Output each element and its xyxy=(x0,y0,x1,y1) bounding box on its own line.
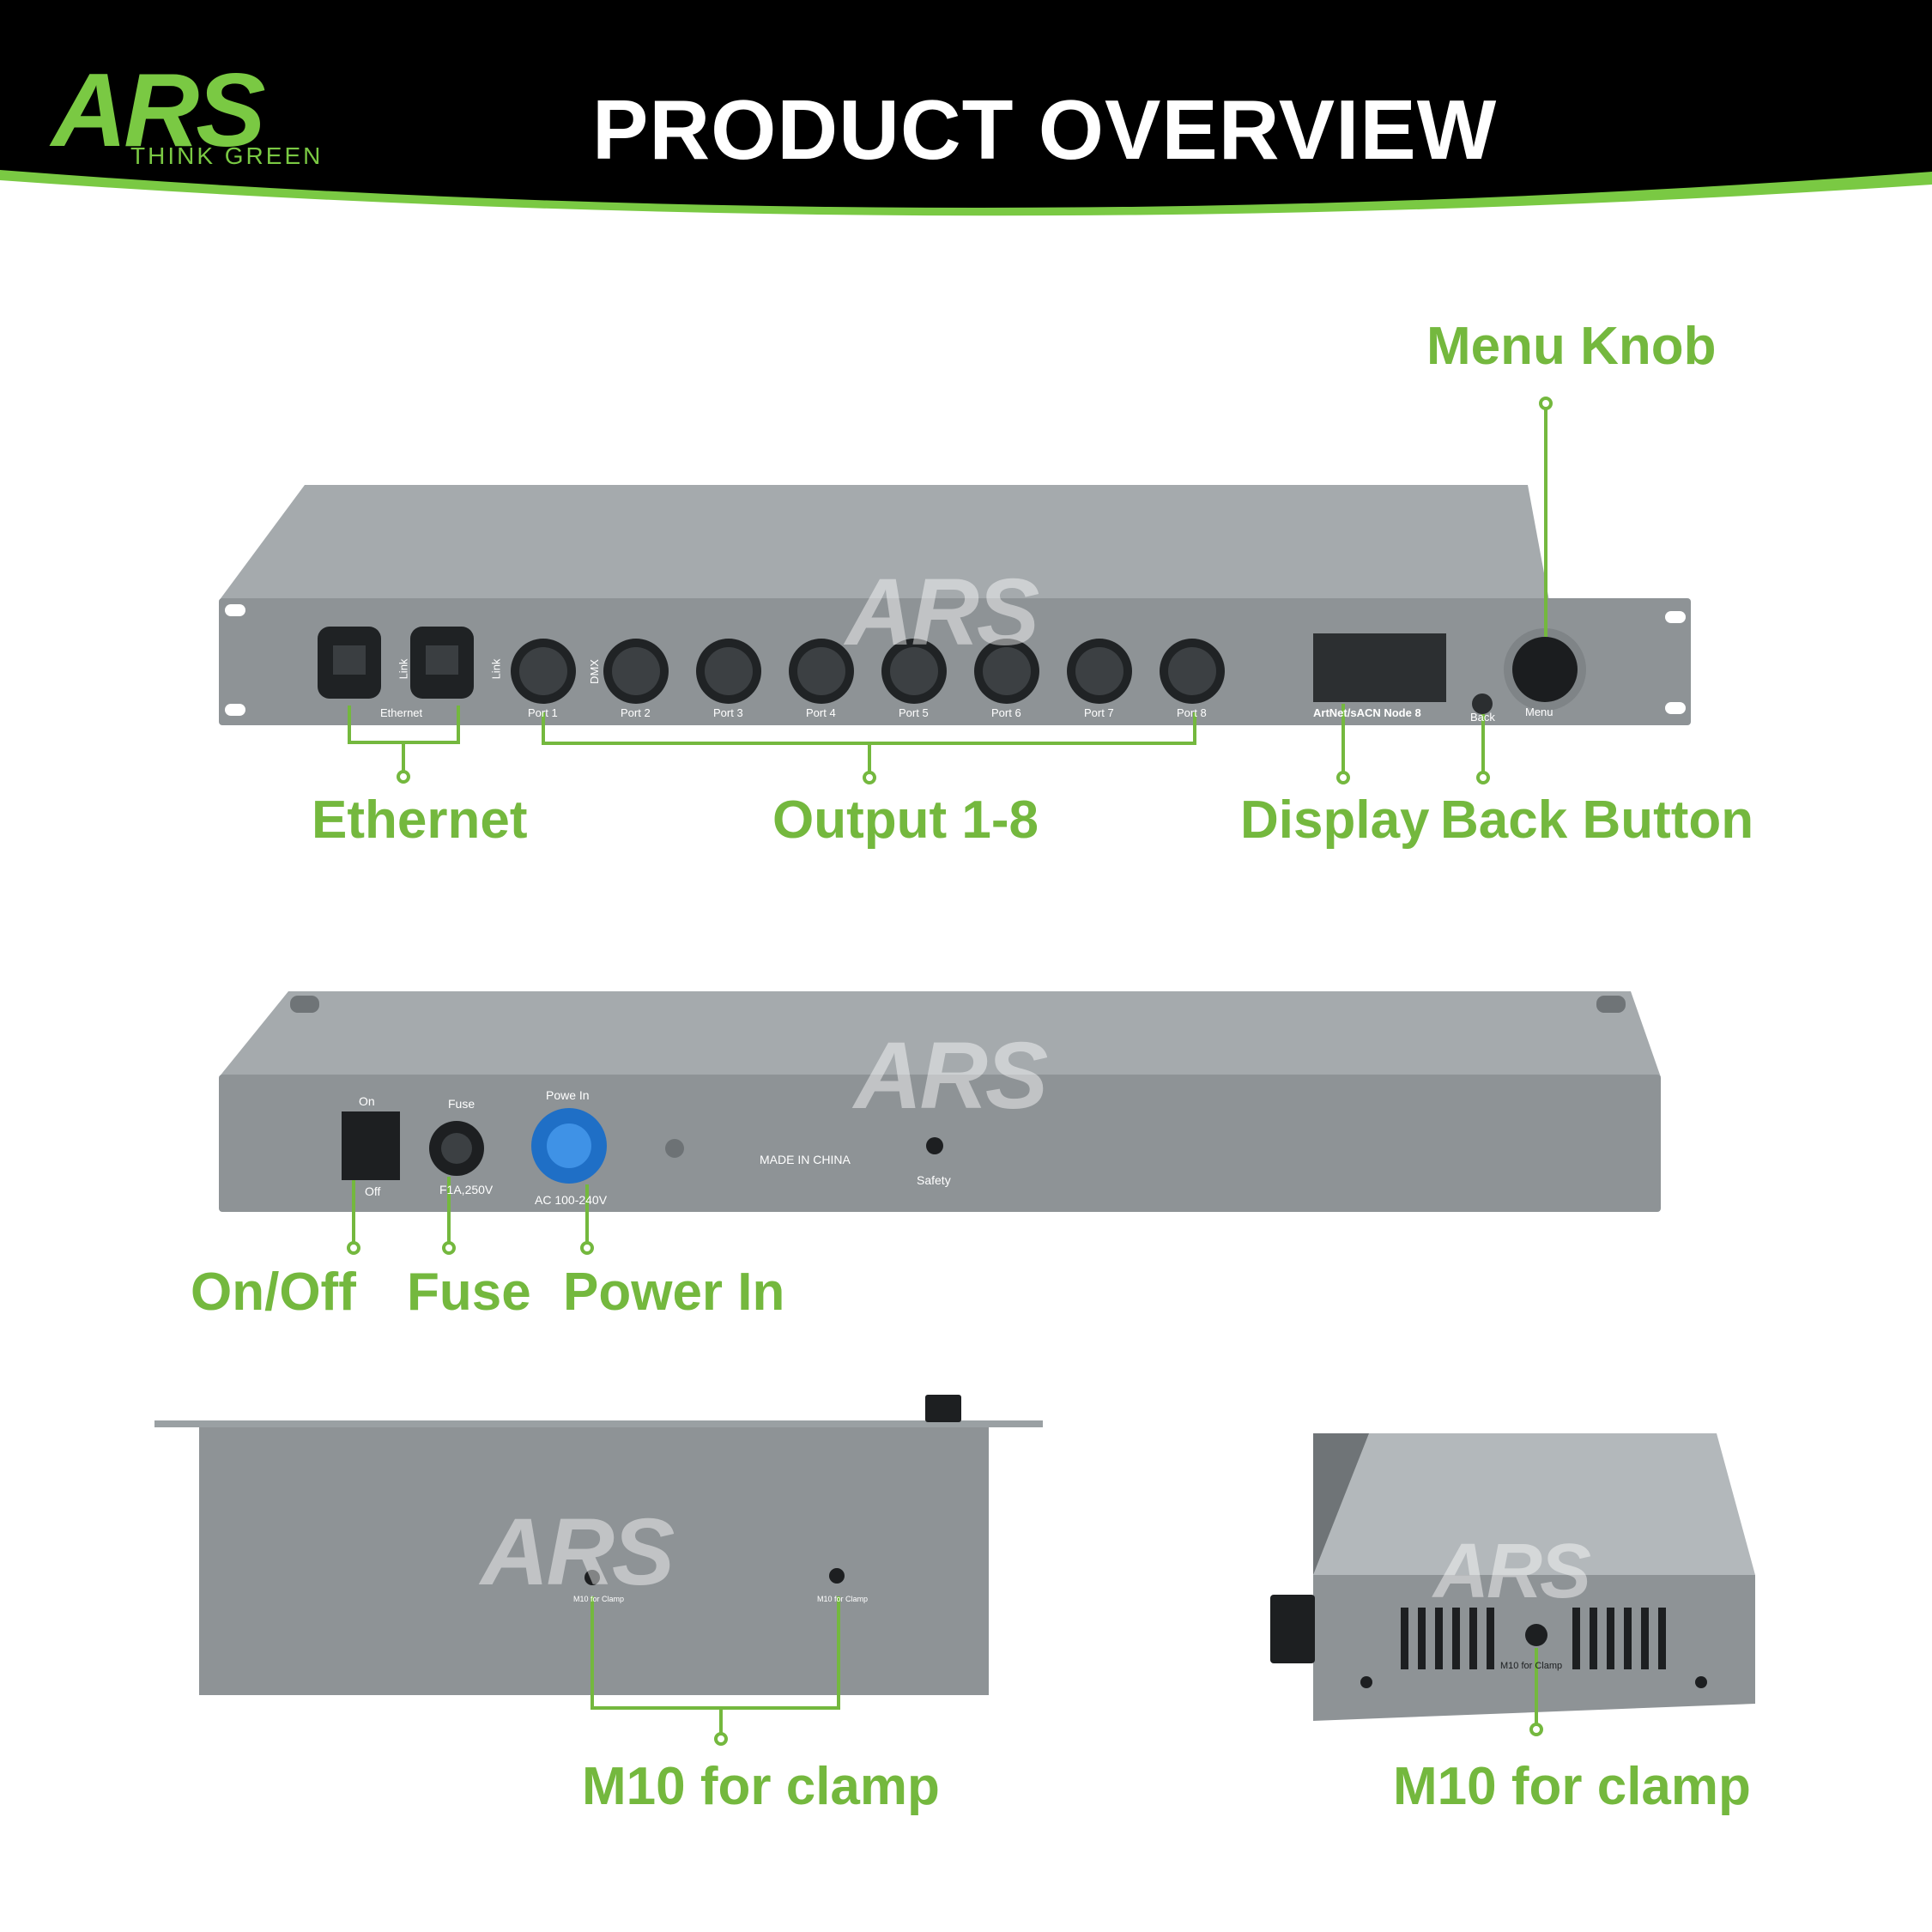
callout-output: Output 1-8 xyxy=(772,790,1039,850)
on-text: On xyxy=(359,1094,375,1108)
ethernet-panel-label: Ethernet xyxy=(380,706,423,719)
callout-menu-knob: Menu Knob xyxy=(1426,317,1717,376)
model-name: ArtNet/sACN Node 8 xyxy=(1313,706,1421,719)
port-label-1: Port 1 xyxy=(528,706,558,719)
menu-panel-label: Menu xyxy=(1525,706,1553,718)
voltage-text: AC 100-240V xyxy=(535,1193,608,1207)
back-panel-label: Back xyxy=(1470,711,1495,724)
callout-dots xyxy=(347,397,1553,1746)
callout-fuse: Fuse xyxy=(407,1263,531,1322)
menu-knob-shape xyxy=(1504,628,1586,711)
port-label-2: Port 2 xyxy=(621,706,651,719)
port-label-5: Port 5 xyxy=(899,706,929,719)
off-text: Off xyxy=(365,1184,381,1198)
callout-display: Display xyxy=(1240,790,1430,850)
power-in-panel-text: Powe In xyxy=(546,1088,590,1102)
dmx-xlr-ports xyxy=(511,639,1225,704)
ethernet-jacks xyxy=(318,627,474,699)
logo-tagline: THINK GREEN xyxy=(130,142,324,169)
port-label-4: Port 4 xyxy=(806,706,836,719)
clamp-text-1: M10 for Clamp xyxy=(573,1595,625,1603)
callout-back-button: Back Button xyxy=(1440,790,1754,850)
callout-power-in: Power In xyxy=(563,1263,785,1322)
watermark-front: ARS xyxy=(845,560,1039,665)
link-label-2: Link xyxy=(489,658,503,680)
callout-lines xyxy=(348,405,1547,1737)
end-view-device xyxy=(1270,1433,1755,1721)
port-label-3: Port 3 xyxy=(713,706,743,719)
dmx-label: DMX xyxy=(587,659,601,684)
lcd-display xyxy=(1313,633,1446,702)
callout-m10-right: M10 for clamp xyxy=(1393,1757,1751,1816)
fuse-panel-text: Fuse xyxy=(448,1097,475,1111)
page-title: PRODUCT OVERVIEW xyxy=(592,82,1498,177)
rear-view-device xyxy=(219,991,1661,1212)
link-label-1: Link xyxy=(397,658,410,680)
watermark-rear: ARS xyxy=(854,1023,1048,1129)
clamp-text-3: M10 for Clamp xyxy=(1500,1661,1563,1671)
fuse-rating: F1A,250V xyxy=(439,1183,494,1196)
callout-m10-left: M10 for clamp xyxy=(582,1757,940,1816)
back-button-shape xyxy=(1472,693,1493,714)
safety-text: Safety xyxy=(917,1173,951,1187)
watermark-end: ARS xyxy=(1433,1529,1591,1614)
port-label-7: Port 7 xyxy=(1084,706,1114,719)
ars-logo: ARS xyxy=(51,51,266,168)
header-banner xyxy=(0,0,1932,216)
port-label-8: Port 8 xyxy=(1177,706,1207,719)
made-in-text: MADE IN CHINA xyxy=(760,1153,851,1166)
callout-ethernet: Ethernet xyxy=(312,790,528,850)
clamp-text-2: M10 for Clamp xyxy=(817,1595,869,1603)
port-label-6: Port 6 xyxy=(991,706,1021,719)
watermark-side: ARS xyxy=(481,1499,675,1605)
callout-on-off: On/Off xyxy=(191,1263,356,1322)
